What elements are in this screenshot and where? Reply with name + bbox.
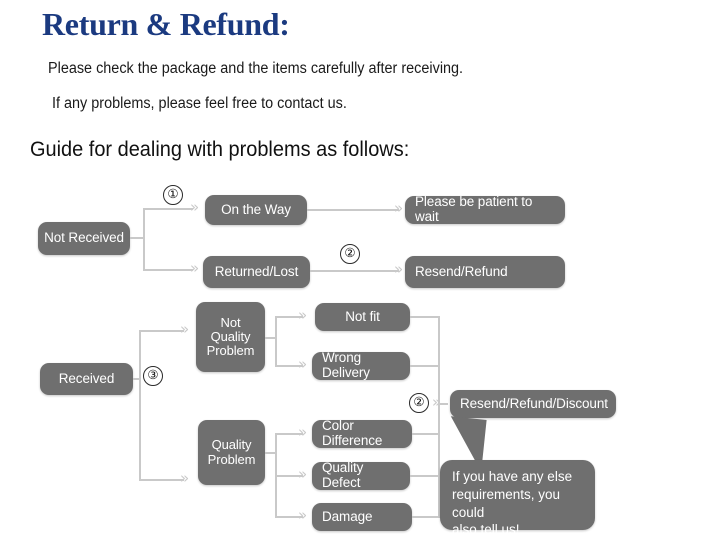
marker-two-upper: ② [340, 244, 360, 264]
node-quality-problem: Quality Problem [198, 420, 265, 485]
node-on-the-way: On the Way [205, 195, 307, 225]
arrowhead-resend-refund: » [394, 260, 404, 278]
connector-not-quality-stem [265, 337, 277, 339]
marker-one: ① [163, 185, 183, 205]
arrowhead-not-quality-problem: » [180, 320, 190, 338]
node-not-quality-problem: Not Quality Problem [196, 302, 265, 372]
node-color-difference: Color Difference [312, 419, 412, 448]
arrowhead-resend-refund-discount: » [432, 393, 442, 411]
node-not-received: Not Received [38, 222, 130, 255]
connector-to-color-difference [275, 433, 303, 435]
instruction-line-2: If any problems, please feel free to con… [52, 95, 347, 112]
connector-to-wrong-delivery [275, 365, 303, 367]
connector-to-returned-lost [143, 269, 193, 271]
connector-merge-bus [438, 316, 440, 517]
arrowhead-returned-lost: » [190, 259, 200, 277]
connector-to-not-quality-problem [139, 330, 184, 332]
connector-merge-out [438, 403, 448, 405]
node-quality-defect: Quality Defect [312, 461, 410, 490]
node-resend-refund: Resend/Refund [405, 256, 565, 288]
node-please-be-patient-to-wait: Please be patient to wait [405, 195, 565, 224]
connector-to-quality-problem [139, 479, 184, 481]
node-received: Received [40, 363, 133, 395]
node-wrong-delivery: Wrong Delivery [312, 351, 410, 380]
marker-three: ③ [143, 366, 163, 386]
connector-on-the-way-out [307, 209, 399, 211]
marker-two-lower: ② [409, 393, 429, 413]
connector-received-stem [133, 378, 141, 380]
connector-color-difference-out [412, 433, 440, 435]
arrowhead-wrong-delivery: » [298, 355, 308, 373]
guide-heading: Guide for dealing with problems as follo… [30, 138, 410, 161]
arrowhead-damage: » [298, 506, 308, 524]
arrowhead-color-difference: » [298, 423, 308, 441]
connector-received-bus [139, 330, 141, 480]
node-damage: Damage [312, 503, 412, 531]
connector-quality-defect-out [410, 475, 440, 477]
connector-damage-out [412, 516, 440, 518]
arrowhead-quality-problem: » [180, 469, 190, 487]
arrowhead-on-the-way: » [190, 198, 200, 216]
connector-wrong-delivery-out [410, 365, 440, 367]
page-title: Return & Refund: [42, 6, 290, 42]
connector-not-received-stem [130, 237, 144, 239]
node-returned-lost: Returned/Lost [203, 256, 310, 288]
instruction-line-1: Please check the package and the items c… [48, 60, 464, 77]
arrowhead-patient-wait: » [394, 199, 404, 217]
connector-not-fit-out [410, 316, 440, 318]
connector-to-damage [275, 516, 303, 518]
connector-not-received-bus [143, 208, 145, 270]
node-not-fit: Not fit [315, 303, 410, 331]
connector-returned-lost-out [310, 270, 399, 272]
connector-not-quality-bus [275, 316, 277, 366]
connector-to-on-the-way [143, 208, 193, 210]
callout-bubble: If you have any else requirements, you c… [440, 460, 595, 536]
connector-to-not-fit [275, 316, 303, 318]
arrowhead-quality-defect: » [298, 465, 308, 483]
node-resend-refund-discount: Resend/Refund/Discount [450, 390, 616, 418]
arrowhead-not-fit: » [298, 306, 308, 324]
connector-quality-stem [265, 452, 277, 454]
connector-to-quality-defect [275, 475, 303, 477]
